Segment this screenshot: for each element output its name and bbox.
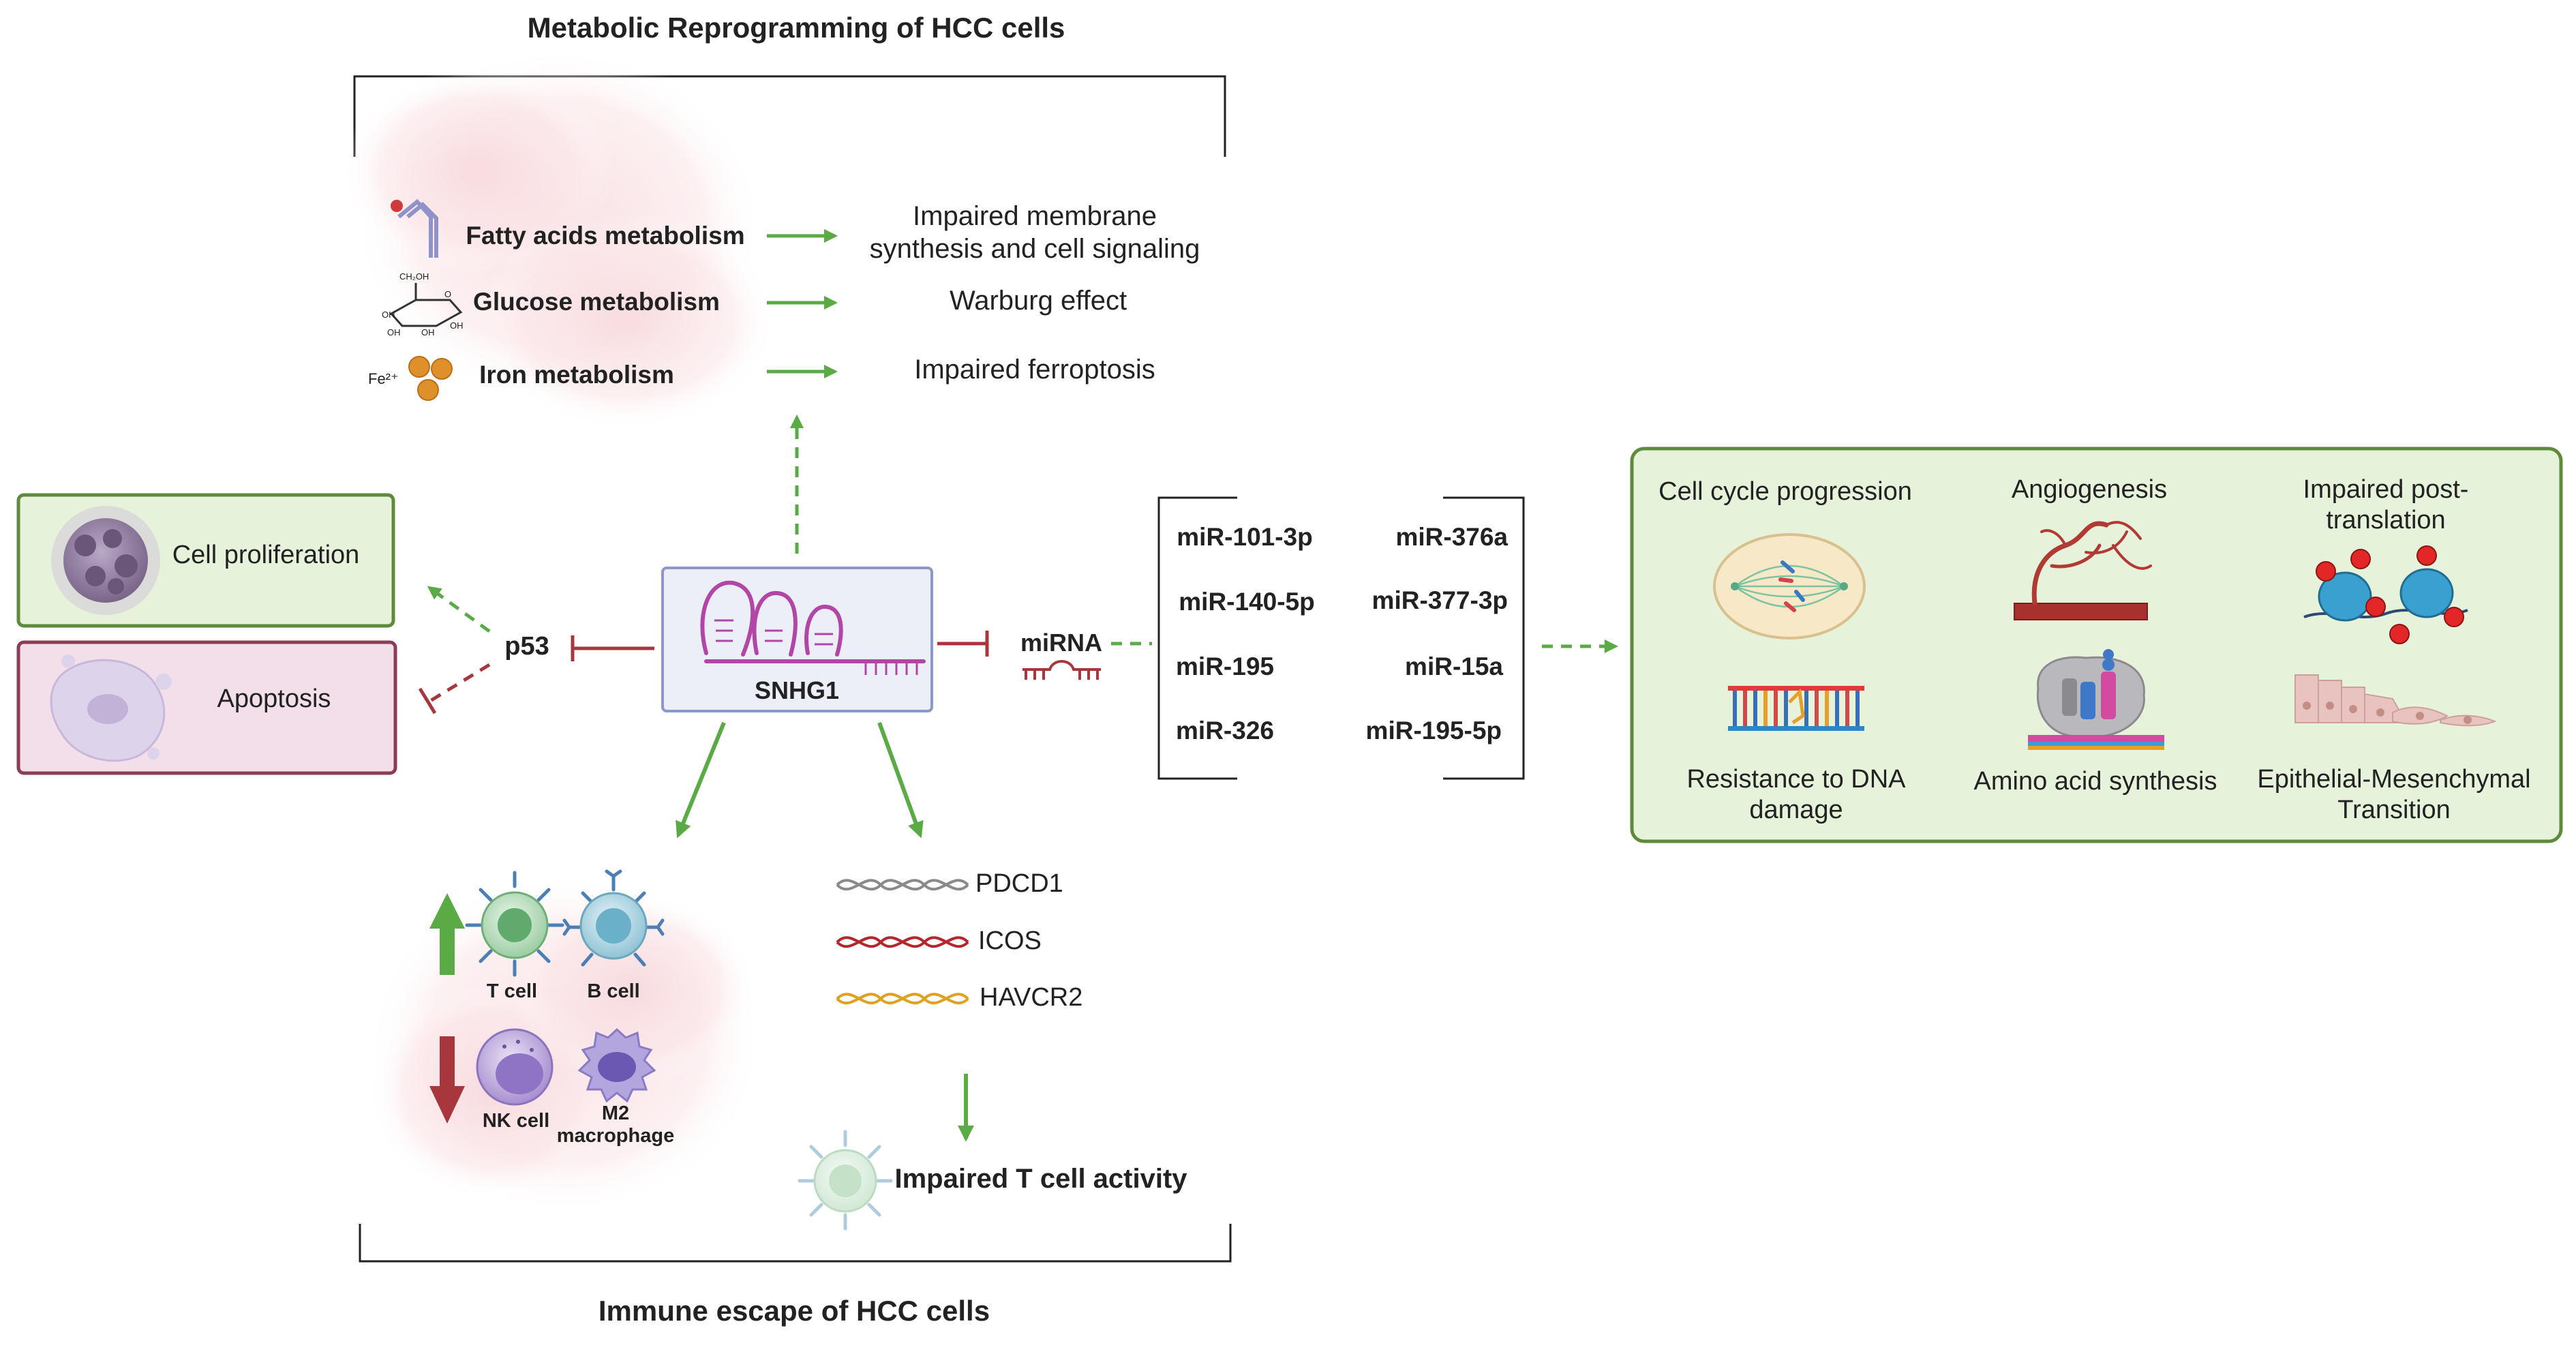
glucose-oh-label: OH xyxy=(421,327,435,337)
gene-label: PDCD1 xyxy=(975,869,1063,898)
tumor-cell-icon xyxy=(51,506,160,615)
mirna-item: miR-376a xyxy=(1395,523,1508,551)
m2-label-line2: macrophage xyxy=(557,1125,674,1147)
b-cell-label: B cell xyxy=(587,980,639,1002)
mirna-list-bracket-right xyxy=(1443,496,1525,780)
proliferation-label: Cell proliferation xyxy=(172,541,360,569)
t-cell-icon xyxy=(465,871,564,977)
effect-label: Epithelial-Mesenchymal xyxy=(2257,765,2530,794)
blood-vessel-icon xyxy=(2014,521,2152,620)
immune-bracket xyxy=(359,1224,1232,1263)
mirna-item: miR-140-5p xyxy=(1179,588,1314,616)
fatty-acids-label: Fatty acids metabolism xyxy=(466,222,744,250)
emt-cells-icon xyxy=(2294,674,2497,727)
snhg1-rna-icon xyxy=(700,580,926,663)
iron-symbol: Fe²⁺ xyxy=(368,370,399,387)
mirna-item: miR-377-3p xyxy=(1372,586,1508,614)
inactive-t-cell-icon xyxy=(798,1130,893,1231)
dna-helix-icon xyxy=(836,993,969,1005)
dna-ladder-icon xyxy=(1728,686,1864,731)
p53-to-proliferation-arrow xyxy=(427,586,491,633)
snhg1-label: SNHG1 xyxy=(755,676,839,704)
gene-label: HAVCR2 xyxy=(980,983,1082,1012)
iron-effect: Impaired ferroptosis xyxy=(914,355,1155,385)
effect-label: Impaired post- xyxy=(2303,475,2469,504)
effect-label: Cell cycle progression xyxy=(1658,477,1912,506)
iron-label: Iron metabolism xyxy=(479,361,674,389)
fatty-acids-effect-line2: synthesis and cell signaling xyxy=(870,234,1200,264)
effect-label: Amino acid synthesis xyxy=(1974,767,2217,796)
impaired-t-cell-label: Impaired T cell activity xyxy=(894,1164,1187,1194)
mirna-hairpin-icon xyxy=(1022,660,1101,680)
fatty-acids-effect-line1: Impaired membrane xyxy=(913,201,1157,231)
metabolic-bracket xyxy=(353,75,1226,157)
snhg1-rna-ticks xyxy=(714,619,918,675)
apoptosis-label: Apoptosis xyxy=(217,684,331,713)
effect-label: damage xyxy=(1749,796,1843,824)
mirna-item: miR-195 xyxy=(1176,652,1274,680)
gene-label: ICOS xyxy=(978,927,1042,955)
effect-label: translation xyxy=(2326,506,2445,535)
p53-label: p53 xyxy=(504,632,549,661)
fatty-acid-icon xyxy=(391,198,438,258)
amino-acid-synthesis-icon xyxy=(2028,649,2164,750)
dna-helix-icon xyxy=(836,879,969,891)
iron-icon xyxy=(408,356,453,401)
b-cell-icon xyxy=(562,869,665,967)
snhg1-inhibits-mirna xyxy=(937,631,989,657)
immune-cloud xyxy=(368,873,763,1214)
glucose-ch2oh-label: CH₂OH xyxy=(399,271,429,282)
glucose-effect: Warburg effect xyxy=(950,286,1127,316)
p53-inhibits-apoptosis xyxy=(418,663,491,714)
glucose-icon xyxy=(389,283,463,327)
apoptotic-cell-icon xyxy=(50,655,172,762)
nk-cell-icon xyxy=(476,1028,554,1106)
mitotic-spindle-icon xyxy=(1713,533,1866,640)
mirna-item: miR-101-3p xyxy=(1177,523,1312,551)
glucose-label: Glucose metabolism xyxy=(473,288,720,316)
dna-helix-icon xyxy=(836,936,969,948)
effect-label: Transition xyxy=(2337,796,2450,824)
down-regulation-arrow xyxy=(429,1036,465,1124)
immune-title: Immune escape of HCC cells xyxy=(598,1295,990,1327)
snhg1-box xyxy=(661,567,933,712)
effect-label: Angiogenesis xyxy=(2012,475,2167,504)
mirna-list-bracket-left xyxy=(1157,496,1237,780)
m2-label-line1: M2 xyxy=(602,1102,629,1124)
glucose-o-label: O xyxy=(444,289,451,299)
mirna-item: miR-326 xyxy=(1176,717,1274,744)
ribosome-icon xyxy=(2303,545,2468,644)
mirna-label: miRNA xyxy=(1020,629,1102,657)
snhg1-to-immune-cells-arrow xyxy=(676,721,726,839)
snhg1-inhibits-p53 xyxy=(571,635,654,661)
mirna-item: miR-195-5p xyxy=(1366,717,1502,744)
mirna-item: miR-15a xyxy=(1405,652,1503,680)
effect-label: Resistance to DNA xyxy=(1686,765,1906,794)
metabolic-title: Metabolic Reprogramming of HCC cells xyxy=(528,12,1065,44)
up-regulation-arrow xyxy=(429,893,465,975)
effects-box xyxy=(1630,447,2563,843)
nk-cell-label: NK cell xyxy=(483,1110,549,1132)
snhg1-to-genes-arrow xyxy=(877,721,924,839)
m2-macrophage-icon xyxy=(577,1027,656,1103)
glucose-oh-label: OH xyxy=(450,320,464,331)
glucose-oh-label: OH xyxy=(387,327,401,337)
glucose-oh-label: OH xyxy=(382,310,395,320)
t-cell-label: T cell xyxy=(487,980,537,1002)
